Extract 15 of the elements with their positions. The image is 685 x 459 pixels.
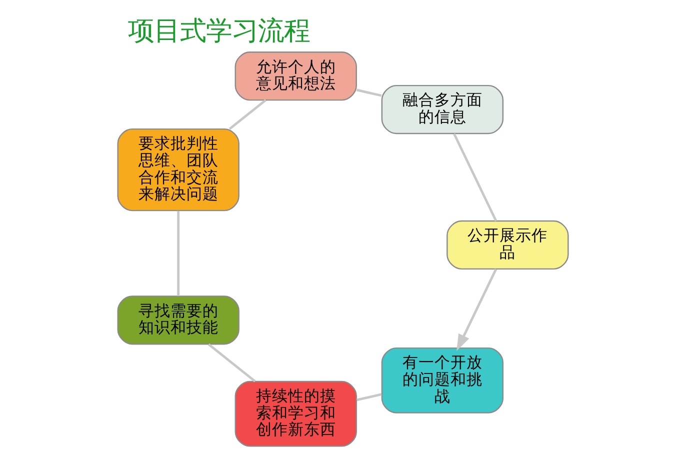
diagram-title: 项目式学习流程: [128, 16, 310, 46]
connector: [176, 210, 180, 296]
connector: [356, 88, 382, 96]
arrow: [456, 268, 497, 351]
connector: [207, 342, 256, 382]
node-box: 允许个人的意见和想法: [234, 51, 356, 100]
node-box: 融合多方面的信息: [380, 84, 504, 134]
connector: [228, 98, 266, 130]
connector: [452, 132, 497, 221]
node-box: 要求批判性思维、团队合作和交流来解决问题: [116, 128, 239, 211]
node-box: 公开展示作品: [446, 220, 568, 270]
node-box: 持续性的摸索和学习和创作新东西: [234, 380, 356, 446]
node-box: 寻找需要的知识和技能: [116, 295, 239, 344]
connector: [356, 392, 382, 401]
node-box: 有一个开放的问题和挑战: [380, 346, 504, 413]
